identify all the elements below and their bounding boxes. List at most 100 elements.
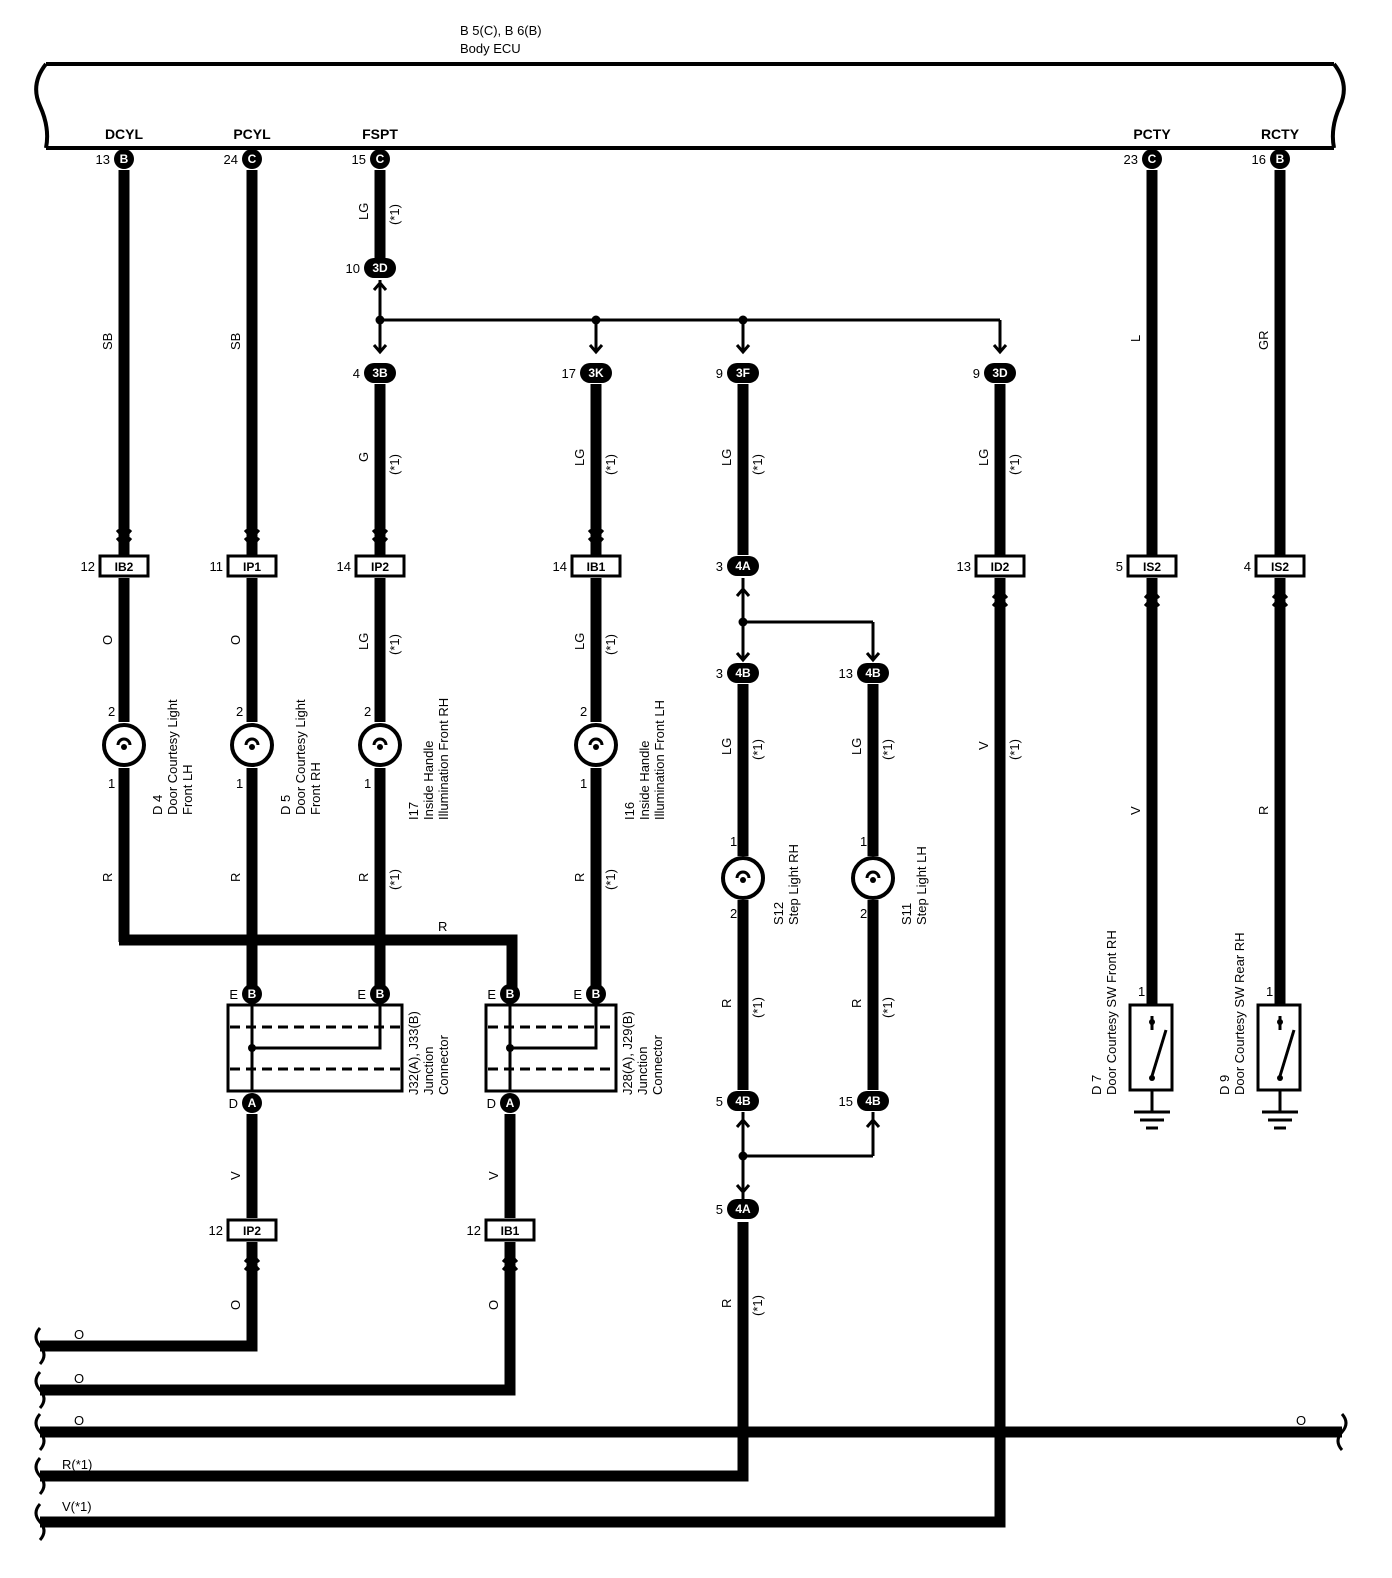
svg-text:13: 13 [96, 152, 110, 167]
svg-text:Connector: Connector [650, 1034, 665, 1095]
svg-text:3: 3 [716, 559, 723, 574]
svg-text:LG: LG [849, 738, 864, 755]
svg-text:LG: LG [572, 449, 587, 466]
svg-text:(*1): (*1) [750, 739, 765, 760]
svg-text:4A: 4A [735, 1202, 751, 1216]
svg-text:3D: 3D [372, 261, 388, 275]
junction-dots [375, 315, 748, 1161]
svg-text:2: 2 [860, 906, 867, 921]
svg-text:1: 1 [730, 834, 737, 849]
svg-text:C: C [1148, 152, 1157, 166]
svg-text:Illumination Front LH: Illumination Front LH [652, 700, 667, 820]
round-connectors: 3D 10 3B 4 3K 17 3F 9 3D 9 4A 3 [346, 258, 1016, 1219]
svg-text:Junction: Junction [635, 1047, 650, 1095]
svg-text:17: 17 [562, 366, 576, 381]
terminal-fspt: FSPT [362, 126, 398, 142]
svg-text:IP2: IP2 [243, 1224, 261, 1238]
svg-text:B: B [376, 987, 385, 1001]
lamp-d5-icon: 2 1 [230, 704, 274, 791]
svg-text:Door Courtesy Light: Door Courtesy Light [165, 699, 180, 815]
svg-text:V: V [1128, 806, 1143, 815]
svg-text:12: 12 [467, 1223, 481, 1238]
caption-s11: S11 Step Light LH [899, 846, 929, 925]
caption-d9: D 9 Door Courtesy SW Rear RH [1217, 932, 1247, 1095]
bus-labels: O O O R(*1) V(*1) O [62, 1327, 1306, 1514]
svg-text:C: C [376, 152, 385, 166]
terminal-pcty: PCTY [1133, 126, 1171, 142]
svg-text:E: E [357, 987, 366, 1002]
lamp-s12-icon: 1 2 [721, 834, 765, 921]
svg-text:R: R [356, 873, 371, 882]
connector-3d: 3D 9 [973, 363, 1016, 383]
svg-text:(*1): (*1) [750, 1295, 765, 1316]
svg-text:(*1): (*1) [880, 739, 895, 760]
svg-text:D 4: D 4 [150, 795, 165, 815]
svg-text:3F: 3F [736, 366, 750, 380]
svg-text:12: 12 [81, 559, 95, 574]
connector-is2-rear: IS2 4 [1244, 554, 1306, 578]
svg-text:(*1): (*1) [387, 204, 402, 225]
ecu-terminal-connectors: B 13 C 24 C 15 C 23 B 16 [96, 149, 1290, 169]
svg-text:3: 3 [716, 666, 723, 681]
svg-text:(*1): (*1) [1007, 454, 1022, 475]
svg-text:5: 5 [716, 1094, 723, 1109]
svg-text:(*1): (*1) [387, 634, 402, 655]
lamps: 2 1 2 1 2 1 2 1 [102, 704, 895, 921]
connector-3d-top: 3D 10 [346, 258, 396, 278]
svg-text:R: R [719, 999, 734, 1008]
svg-text:(*1): (*1) [603, 869, 618, 890]
bus-breaks [34, 1327, 1348, 1541]
svg-text:D 7: D 7 [1089, 1075, 1104, 1095]
svg-text:R: R [1256, 806, 1271, 815]
svg-text:I16: I16 [622, 802, 637, 820]
svg-text:1: 1 [1266, 984, 1273, 999]
svg-text:IP1: IP1 [243, 560, 261, 574]
svg-text:B: B [592, 987, 601, 1001]
svg-text:R: R [572, 873, 587, 882]
connector-4b-5: 4B 5 [716, 1091, 759, 1111]
svg-text:4: 4 [353, 366, 360, 381]
svg-text:2: 2 [364, 704, 371, 719]
svg-text:9: 9 [973, 366, 980, 381]
svg-text:O: O [74, 1371, 84, 1386]
svg-text:(*1): (*1) [387, 869, 402, 890]
svg-text:L: L [1128, 335, 1143, 342]
svg-text:2: 2 [580, 704, 587, 719]
svg-text:(*1): (*1) [1007, 739, 1022, 760]
svg-text:11: 11 [210, 559, 224, 574]
svg-text:4: 4 [1244, 559, 1251, 574]
connector-ip2: IP2 14 [337, 554, 406, 578]
svg-text:Step Light LH: Step Light LH [914, 846, 929, 925]
caption-i16: I16 Inside Handle Illumination Front LH [622, 700, 667, 820]
svg-text:J32(A), J33(B): J32(A), J33(B) [406, 1011, 421, 1095]
svg-text:1: 1 [860, 834, 867, 849]
svg-text:G: G [356, 452, 371, 462]
svg-text:R: R [100, 873, 115, 882]
component-captions: D 4 Door Courtesy Light Front LH D 5 Doo… [150, 698, 1247, 1095]
svg-text:S11: S11 [899, 903, 914, 925]
svg-text:15: 15 [352, 152, 366, 167]
svg-text:Illumination Front RH: Illumination Front RH [436, 698, 451, 820]
connector-4b-13: 4B 13 [839, 663, 889, 683]
svg-text:3B: 3B [372, 366, 388, 380]
switches: 1 1 [1128, 984, 1302, 1130]
connector-4b-15: 4B 15 [839, 1091, 889, 1111]
svg-text:14: 14 [337, 559, 351, 574]
svg-text:D: D [229, 1096, 238, 1111]
svg-text:D: D [487, 1096, 496, 1111]
svg-text:S12: S12 [771, 902, 786, 925]
chevrons [115, 280, 1289, 1271]
svg-text:B: B [1276, 152, 1285, 166]
svg-text:10: 10 [346, 261, 360, 276]
svg-text:O: O [74, 1413, 84, 1428]
svg-text:LG: LG [719, 449, 734, 466]
svg-text:(*1): (*1) [750, 997, 765, 1018]
caption-j28: J28(A), J29(B) Junction Connector [620, 1011, 665, 1095]
svg-text:LG: LG [356, 633, 371, 650]
connector-is2-front: IS2 5 [1116, 554, 1178, 578]
svg-text:LG: LG [976, 449, 991, 466]
svg-text:LG: LG [356, 203, 371, 220]
svg-text:3D: 3D [992, 366, 1008, 380]
svg-text:Door Courtesy SW Front RH: Door Courtesy SW Front RH [1104, 930, 1119, 1095]
junction-j28: B E B E A D [484, 984, 618, 1113]
